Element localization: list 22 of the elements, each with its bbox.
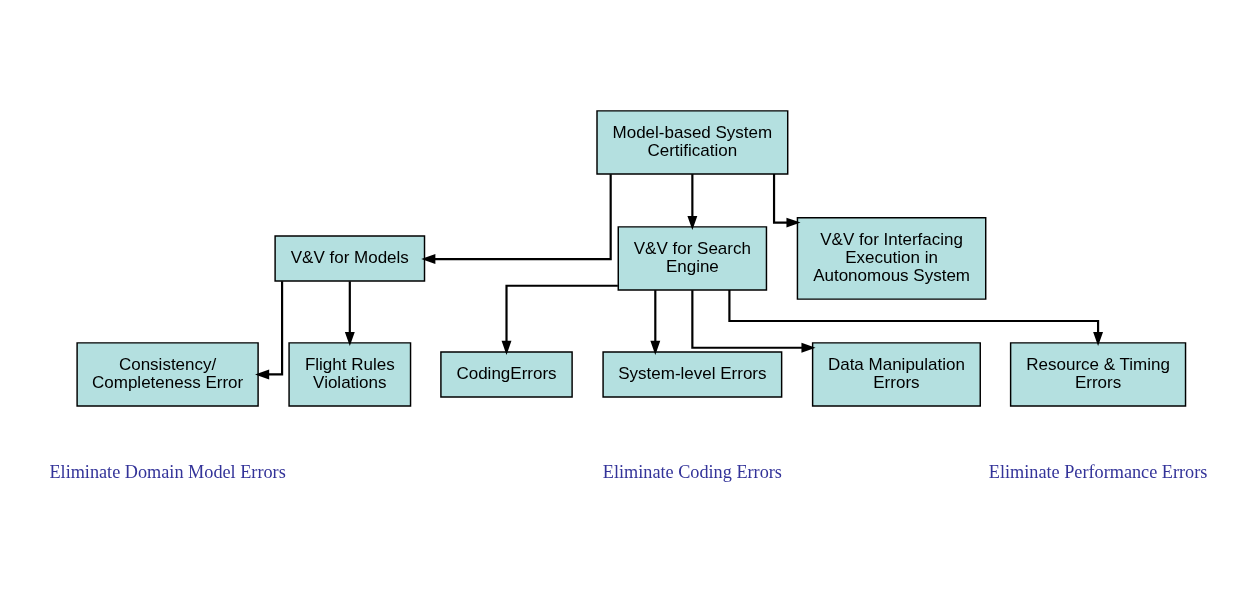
node-box: Model-based System Certification — [596, 110, 789, 175]
node-box: V&V for Models — [274, 235, 426, 282]
label: Eliminate Coding Errors — [602, 461, 782, 482]
label: Eliminate Domain Model Errors — [49, 461, 286, 482]
arrow — [691, 290, 816, 353]
arrow — [255, 281, 284, 380]
node-box: Data Manipulation Errors — [811, 342, 981, 407]
arrow — [501, 284, 618, 355]
node-box: Flight Rules Violations — [288, 342, 412, 407]
node-box: V&V for Search Engine — [617, 226, 768, 291]
arrow — [728, 290, 1104, 347]
arrow — [344, 281, 355, 347]
label: Eliminate Performance Errors — [988, 461, 1208, 482]
node-box: V&V for Interfacing Execution in Autonomous System — [796, 217, 987, 300]
arrow — [650, 290, 661, 355]
node-box: System-level Errors — [602, 351, 783, 398]
node-box: Consistency/ Completeness Error — [76, 342, 259, 407]
arrow — [421, 174, 612, 264]
arrow — [772, 174, 801, 228]
node-box: Resource & Timing Errors — [1009, 342, 1187, 407]
arrow — [687, 174, 698, 231]
node-box: CodingErrors — [440, 351, 573, 398]
